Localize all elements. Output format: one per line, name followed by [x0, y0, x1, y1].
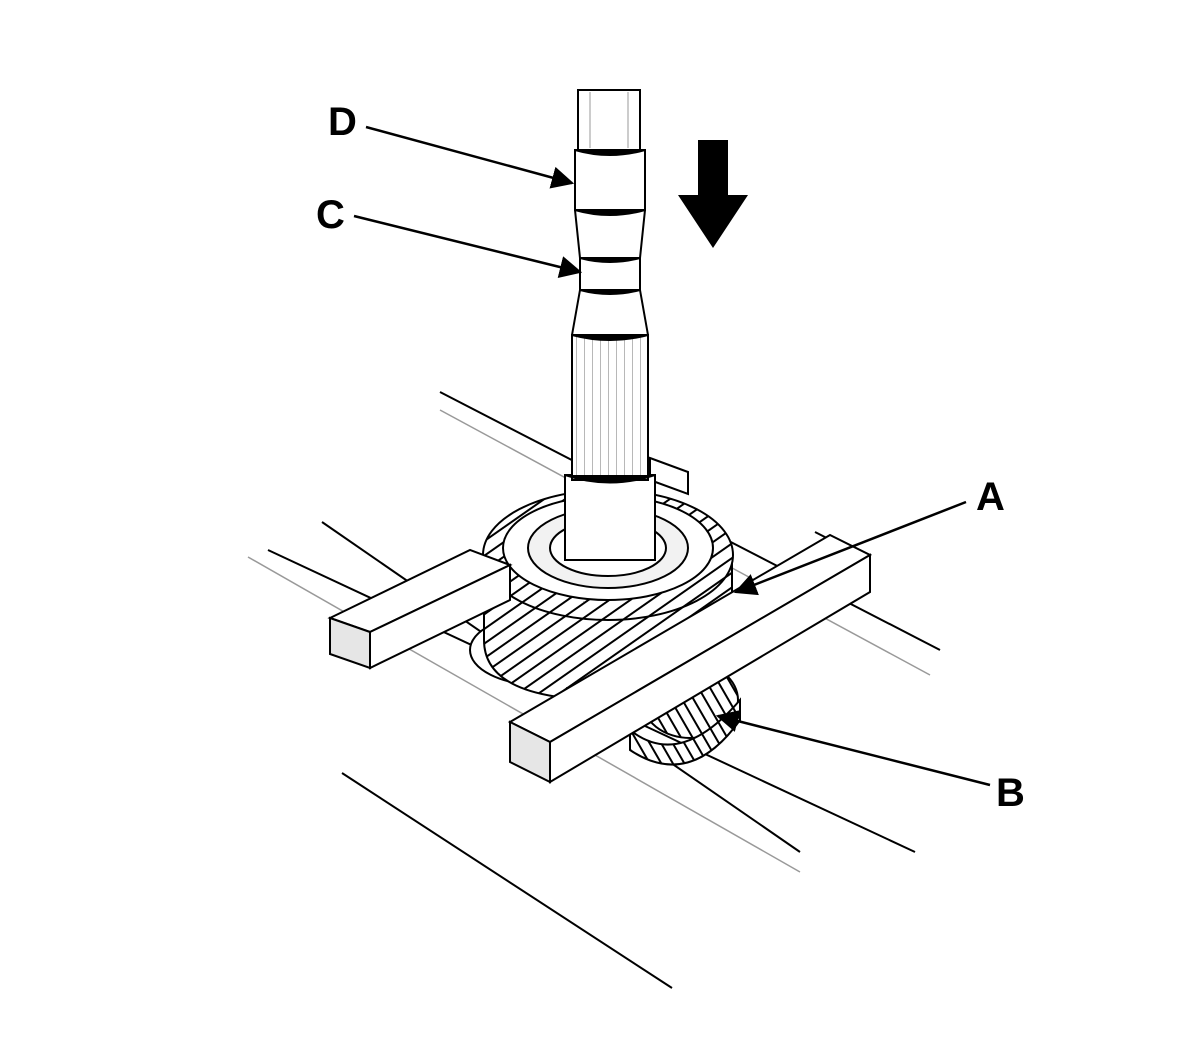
callout-d: D [328, 100, 357, 144]
mainshaft [564, 89, 656, 561]
support-bar-right [507, 533, 873, 784]
down-arrow-icon [678, 140, 748, 248]
callout-c: C [316, 193, 345, 237]
leader-a [733, 500, 967, 596]
leader-d [365, 125, 575, 189]
support-block-back [649, 456, 689, 496]
callout-a: A [976, 475, 1005, 519]
leader-b [715, 710, 991, 787]
callout-b: B [996, 771, 1025, 815]
leader-c [353, 214, 583, 279]
leader-lines [353, 125, 991, 787]
support-bar-left [327, 548, 513, 670]
